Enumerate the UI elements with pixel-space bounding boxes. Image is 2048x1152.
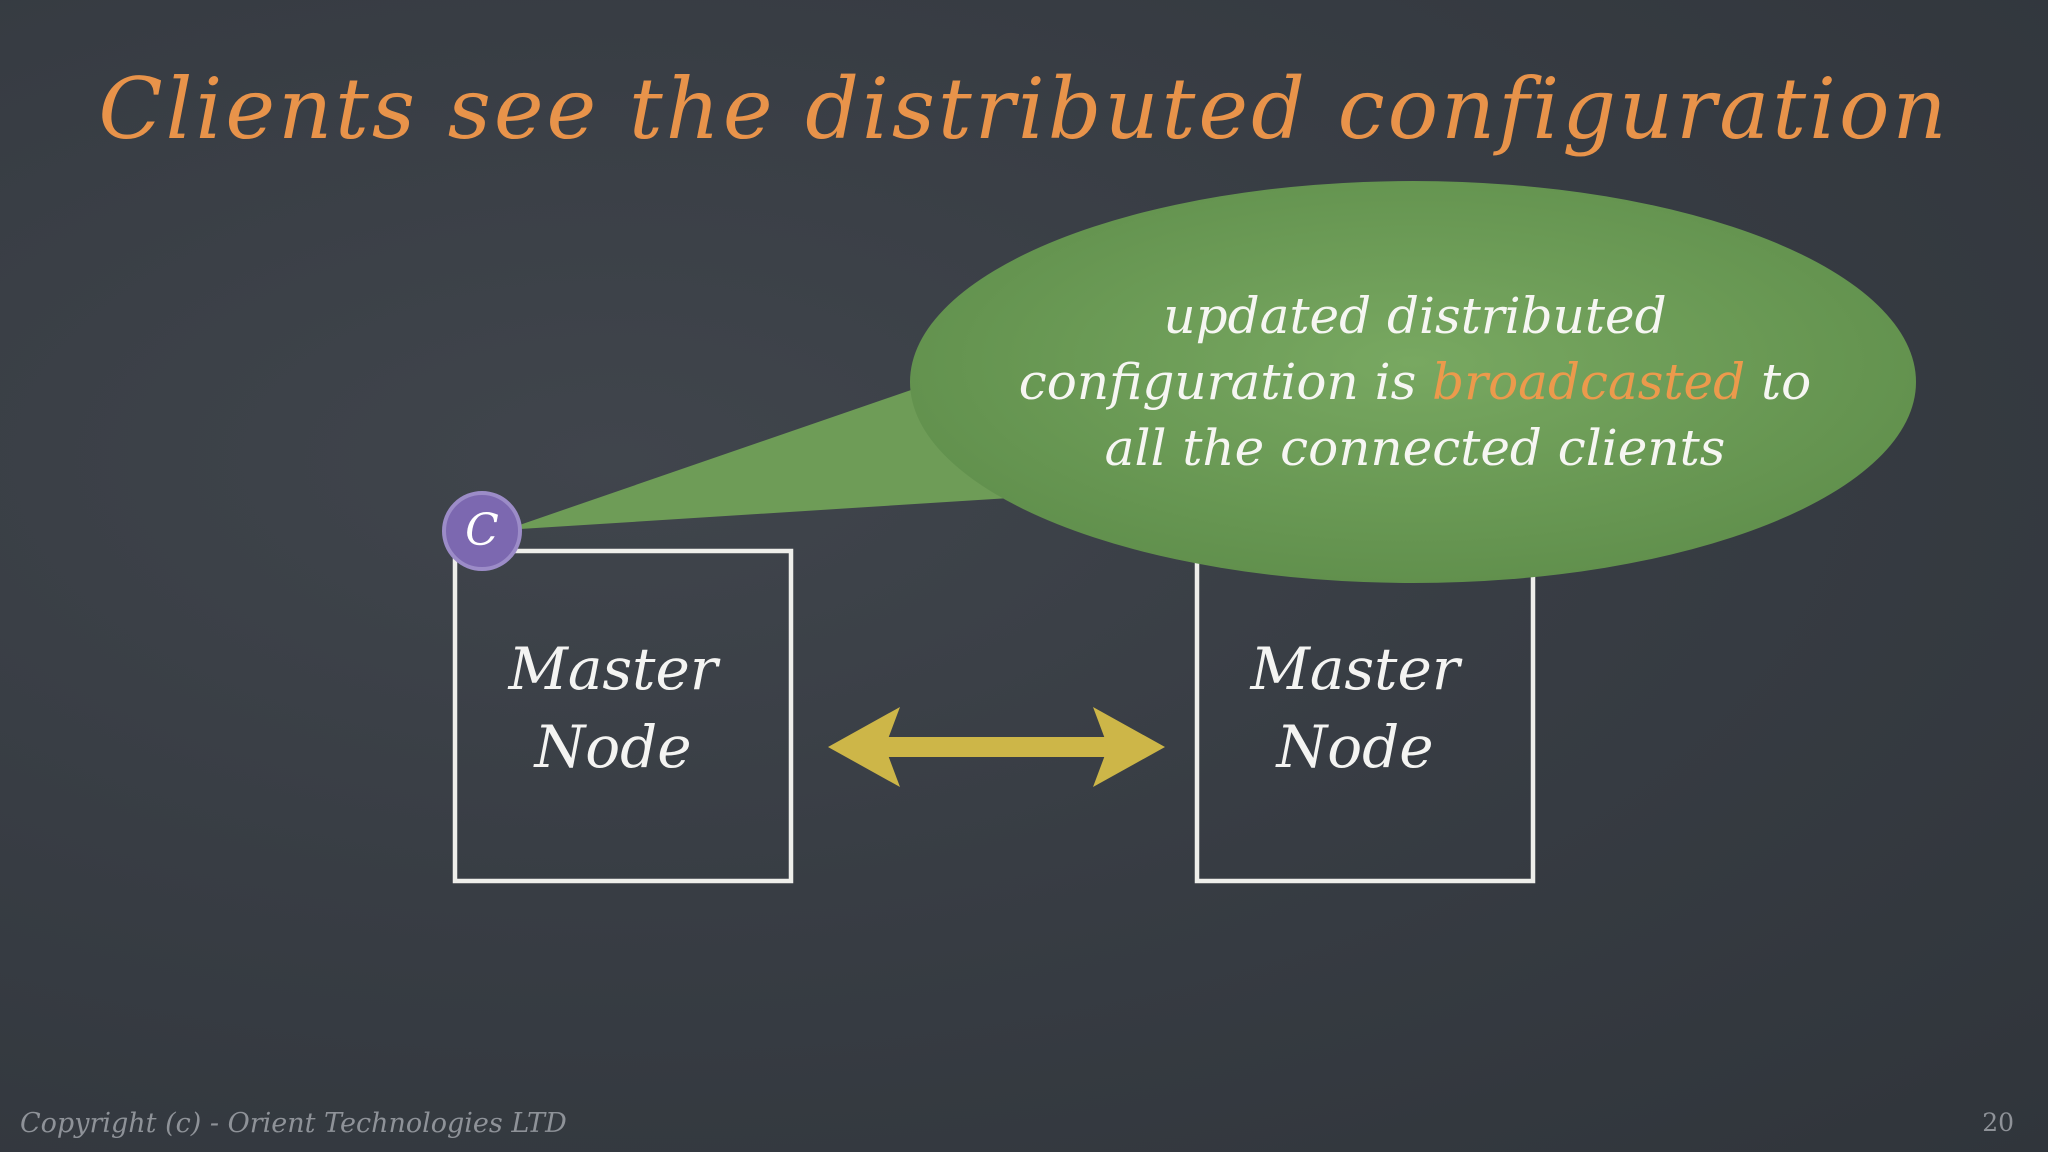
left-node-line1: Master bbox=[508, 635, 718, 703]
right-node-label: Master Node bbox=[1190, 630, 1520, 786]
callout-line2: configuration is broadcasted to bbox=[905, 349, 1925, 415]
slide-title: Clients see the distributed configuratio… bbox=[98, 60, 1950, 158]
callout-line1: updated distributed bbox=[1163, 287, 1667, 345]
left-node-line2: Node bbox=[534, 713, 692, 781]
page-number: 20 bbox=[1982, 1108, 2014, 1137]
callout-line2-pre: configuration is bbox=[1018, 353, 1433, 411]
callout-text: updated distributed configuration is bro… bbox=[905, 283, 1925, 481]
client-label: C bbox=[465, 505, 499, 556]
callout-highlight: broadcasted bbox=[1432, 353, 1746, 411]
left-node-box bbox=[452, 548, 794, 884]
client-circle bbox=[442, 491, 522, 571]
left-node-label: Master Node bbox=[448, 630, 778, 786]
callout-bubble bbox=[505, 181, 1916, 583]
callout-line3: all the connected clients bbox=[1104, 419, 1726, 477]
right-node-line1: Master bbox=[1250, 635, 1460, 703]
copyright-footer: Copyright (c) - Orient Technologies LTD bbox=[20, 1108, 567, 1139]
callout-line2-post: to bbox=[1745, 353, 1812, 411]
right-node-line2: Node bbox=[1276, 713, 1434, 781]
bidirectional-arrow bbox=[828, 707, 1165, 787]
